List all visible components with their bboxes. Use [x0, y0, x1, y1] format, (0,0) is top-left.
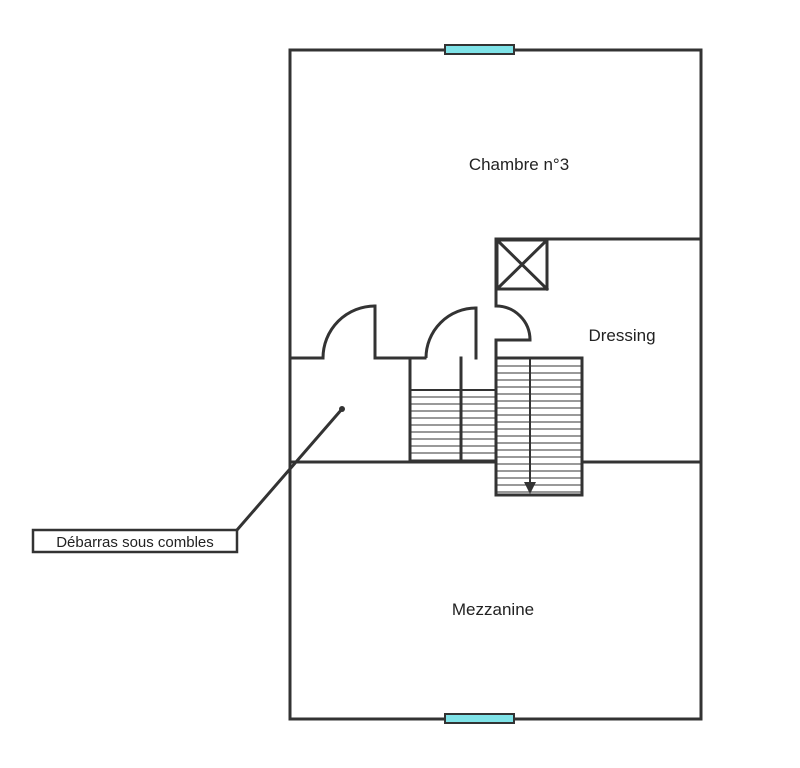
room-label-dressing: Dressing	[588, 326, 655, 345]
room-label-chambre: Chambre n°3	[469, 155, 569, 174]
window-bottom	[444, 713, 515, 724]
door-storage	[321, 304, 377, 360]
stair-left	[409, 389, 497, 463]
stair-arrow	[524, 357, 536, 494]
room-label-mezzanine: Mezzanine	[452, 600, 534, 619]
dressing-wall	[494, 237, 703, 308]
shaft-box	[494, 237, 550, 292]
callout-leader	[234, 406, 345, 533]
staircase	[494, 356, 584, 497]
door-dressing	[494, 304, 532, 342]
callout-box	[31, 528, 239, 554]
door-closet	[424, 306, 478, 360]
window-top	[444, 44, 515, 55]
callout-debarras-label: Débarras sous combles	[56, 534, 214, 551]
callout-dot	[339, 406, 345, 412]
